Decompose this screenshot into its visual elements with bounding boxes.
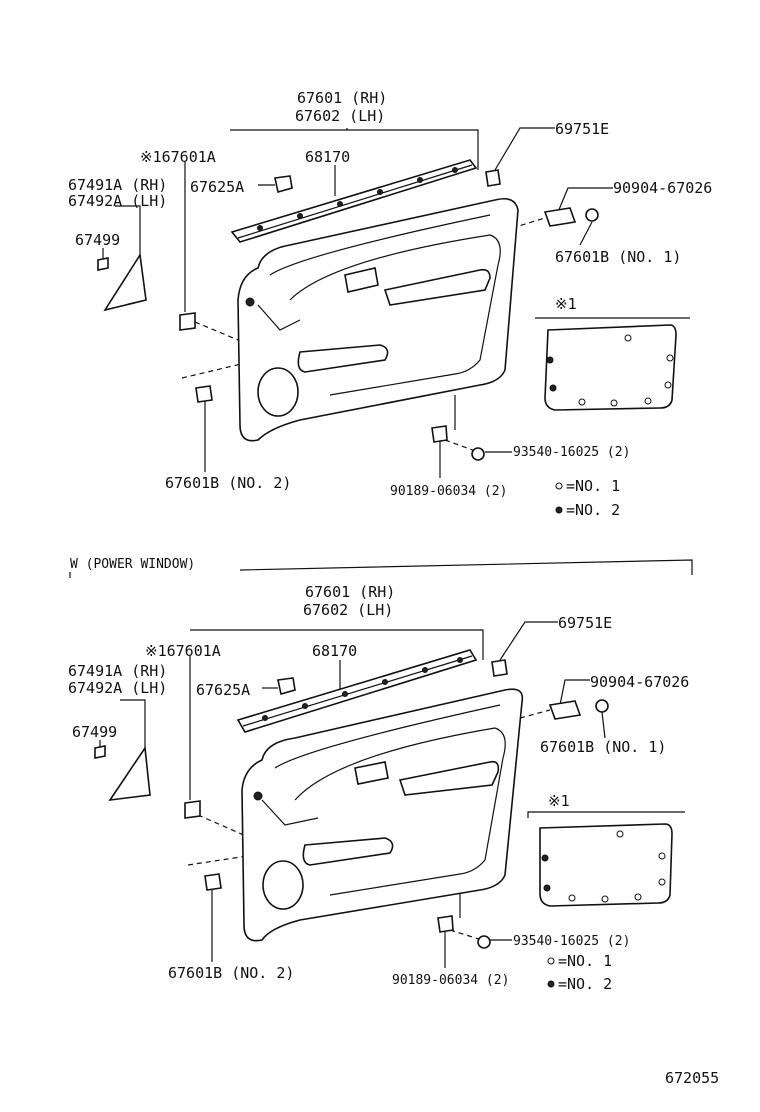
label-67491a: 67491A (RH)	[68, 176, 167, 194]
armrest	[398, 760, 500, 796]
legend-filled-dot	[555, 506, 563, 514]
label-detail-1: ※1	[548, 792, 570, 810]
clip-67625a	[277, 677, 296, 696]
nut-90189	[431, 425, 448, 443]
screw-93540	[477, 935, 491, 949]
legend-no1: =NO. 1	[566, 477, 620, 495]
speaker-grille	[262, 860, 304, 910]
clip-67601b-no2	[195, 385, 213, 403]
label-67491a: 67491A (RH)	[68, 662, 167, 680]
label-67625a: 67625A	[196, 681, 250, 699]
clip-167601a	[179, 312, 196, 331]
door-trim-panel	[237, 197, 519, 442]
label-167601a: ※167601A	[145, 642, 221, 660]
handle-90904	[548, 700, 582, 720]
dash-handle	[519, 709, 551, 719]
inside-handle-bezel	[354, 761, 389, 785]
section-header: W (POWER WINDOW)	[69, 557, 693, 578]
label-93540: 93540-16025 (2)	[513, 445, 630, 460]
detail-1-panel	[527, 811, 685, 907]
label-67602-lh: 67602 (LH)	[295, 107, 385, 125]
label-detail-1: ※1	[555, 295, 577, 313]
label-68170: 68170	[312, 642, 357, 660]
label-68170: 68170	[305, 148, 350, 166]
leader-67601b-no1	[601, 711, 606, 739]
label-67601b-no1: 67601B (NO. 1)	[540, 738, 666, 756]
label-67499: 67499	[75, 231, 120, 249]
label-67625a: 67625A	[190, 178, 244, 196]
clip-67601b-no1	[585, 208, 599, 222]
legend-no1: =NO. 1	[558, 952, 612, 970]
label-67601-rh: 67601 (RH)	[305, 583, 395, 601]
figure-number: 672055	[665, 1069, 719, 1087]
leader-90904	[559, 679, 590, 706]
dash-screw	[449, 929, 483, 941]
clip-67625a	[274, 175, 293, 194]
legend-open-dot	[547, 957, 555, 965]
label-67492a: 67492A (LH)	[68, 192, 167, 210]
section-title: W (POWER WINDOW)	[70, 557, 195, 572]
label-67601b-no1: 67601B (NO. 1)	[555, 248, 681, 266]
door-pocket	[297, 344, 389, 373]
leader-69751e	[499, 621, 558, 661]
nut-90189	[437, 915, 454, 933]
door-trim-panel	[241, 688, 524, 942]
clip-67499	[94, 745, 106, 759]
clip-67601b-no1	[595, 699, 609, 713]
legend-filled-dot	[547, 980, 555, 988]
door-pocket	[302, 837, 394, 866]
dash-screw	[444, 439, 479, 453]
legend-no2: =NO. 2	[566, 501, 620, 519]
top-panel: 67601 (RH) 67602 (LH) ※167601A 68170 697…	[68, 89, 712, 519]
clip-69751e	[491, 659, 508, 677]
label-167601a: ※167601A	[140, 148, 216, 166]
label-67492a: 67492A (LH)	[68, 679, 167, 697]
label-67601-rh: 67601 (RH)	[297, 89, 387, 107]
leader-67491a	[120, 699, 146, 750]
label-90189: 90189-06034 (2)	[390, 484, 507, 499]
handle-90904	[543, 207, 577, 227]
leader-67601b-no1	[579, 221, 593, 246]
speaker-grille	[257, 367, 299, 417]
section-rule	[69, 559, 693, 578]
weatherstrip-68170	[230, 159, 478, 243]
label-69751e: 69751E	[555, 120, 609, 138]
leader-90904	[557, 187, 613, 213]
label-67601b-no2: 67601B (NO. 2)	[165, 474, 291, 492]
bracket-67601	[190, 629, 484, 660]
label-90904: 90904-67026	[613, 179, 712, 197]
detail-1-panel	[535, 317, 690, 411]
leader-69751e	[494, 127, 555, 171]
screw-93540	[471, 447, 485, 461]
clip-167601a	[184, 800, 201, 819]
label-93540: 93540-16025 (2)	[513, 934, 630, 949]
inside-handle-bezel	[344, 267, 379, 293]
leader-67491a	[115, 205, 141, 265]
weatherstrip-68170	[236, 649, 478, 733]
label-67602-lh: 67602 (LH)	[303, 601, 393, 619]
clip-67601b-no2	[204, 873, 222, 891]
bracket-67601	[230, 128, 479, 170]
legend-open-dot	[555, 482, 563, 490]
dash-clip-top	[197, 814, 256, 841]
label-90189: 90189-06034 (2)	[392, 973, 509, 988]
clip-69751e	[485, 169, 501, 187]
legend-no2: =NO. 2	[558, 975, 612, 993]
label-90904: 90904-67026	[590, 673, 689, 691]
corner-cover-67491a	[108, 745, 151, 802]
corner-cover-67491a	[103, 252, 147, 312]
label-67601b-no2: 67601B (NO. 2)	[168, 964, 294, 982]
label-69751e: 69751E	[558, 614, 612, 632]
clip-67499	[97, 257, 109, 271]
dash-handle	[511, 217, 546, 229]
bottom-panel: 67601 (RH) 67602 (LH) ※167601A 68170 697…	[68, 583, 689, 993]
label-67499: 67499	[72, 723, 117, 741]
armrest	[383, 268, 491, 306]
